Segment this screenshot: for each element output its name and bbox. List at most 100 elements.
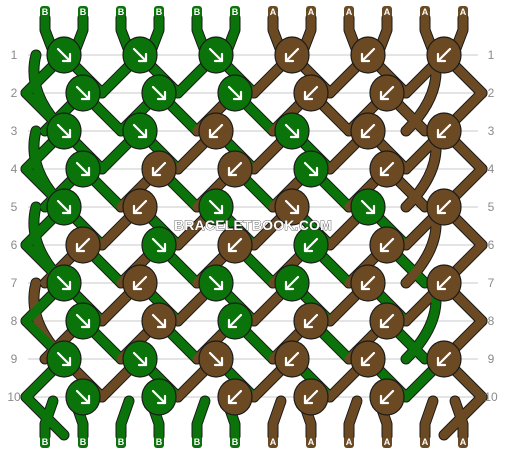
row-label-right: 5	[488, 200, 495, 214]
knot[interactable]	[426, 188, 462, 226]
knot[interactable]	[65, 74, 101, 112]
knot[interactable]	[293, 378, 329, 416]
knot[interactable]	[122, 340, 158, 378]
knot[interactable]	[46, 112, 82, 150]
knot[interactable]	[198, 188, 234, 226]
knot[interactable]	[350, 188, 386, 226]
knot[interactable]	[274, 188, 310, 226]
knot[interactable]	[293, 226, 329, 264]
knot[interactable]	[426, 264, 462, 302]
knot[interactable]	[274, 264, 310, 302]
knot[interactable]	[122, 112, 158, 150]
knot[interactable]	[293, 302, 329, 340]
arrow-head-icon	[436, 52, 447, 63]
row-label-left: 8	[11, 314, 18, 328]
strand-label-bottom: B	[42, 437, 49, 447]
knot[interactable]	[46, 264, 82, 302]
arrow-head-icon	[303, 90, 314, 101]
knot[interactable]	[198, 340, 234, 378]
knot[interactable]	[46, 36, 82, 74]
knot[interactable]	[198, 112, 234, 150]
knot[interactable]	[198, 36, 234, 74]
strand-cap	[154, 6, 164, 18]
knot[interactable]	[426, 340, 462, 378]
knot[interactable]	[141, 150, 177, 188]
knot[interactable]	[217, 378, 253, 416]
strand-label-bottom: B	[232, 437, 239, 447]
arrow-down-right-icon	[208, 47, 224, 63]
strand-segment	[420, 396, 438, 441]
knot[interactable]	[122, 36, 158, 74]
knot[interactable]	[369, 226, 405, 264]
arrow-down-right-icon	[151, 85, 167, 101]
knot[interactable]	[274, 36, 310, 74]
arrow-head-icon	[227, 318, 238, 329]
arrow-head-icon	[80, 90, 91, 101]
knot[interactable]	[46, 340, 82, 378]
arrow-head-icon	[227, 242, 238, 253]
knot[interactable]	[350, 112, 386, 150]
arrow-head-icon	[132, 204, 143, 215]
arrow-head-icon	[284, 356, 295, 367]
arrow-head-icon	[75, 242, 86, 253]
knot[interactable]	[141, 74, 177, 112]
knot[interactable]	[217, 302, 253, 340]
arrow-down-left-icon	[75, 237, 91, 253]
knot[interactable]	[350, 264, 386, 302]
knot[interactable]	[293, 74, 329, 112]
arrow-down-left-icon	[227, 237, 243, 253]
knot[interactable]	[217, 226, 253, 264]
knot[interactable]	[426, 112, 462, 150]
knot[interactable]	[369, 74, 405, 112]
arrow-down-right-icon	[284, 123, 300, 139]
arrow-down-right-icon	[303, 161, 319, 177]
arrow-down-left-icon	[303, 313, 319, 329]
row-label-right: 8	[488, 314, 495, 328]
strand-label-top: A	[422, 7, 429, 17]
knot[interactable]	[65, 150, 101, 188]
arrow-head-icon	[289, 128, 300, 139]
knot[interactable]	[350, 36, 386, 74]
arrow-down-right-icon	[132, 123, 148, 139]
arrow-down-right-icon	[75, 313, 91, 329]
strand-label-top: A	[270, 7, 277, 17]
arrow-down-left-icon	[436, 275, 452, 291]
row-label-right: 4	[488, 162, 495, 176]
knot[interactable]	[426, 36, 462, 74]
knot[interactable]	[274, 112, 310, 150]
arrow-head-icon	[360, 280, 371, 291]
knot[interactable]	[65, 378, 101, 416]
arrow-down-right-icon	[227, 85, 243, 101]
knot[interactable]	[293, 150, 329, 188]
knot[interactable]	[141, 378, 177, 416]
strand-label-top: B	[42, 7, 49, 17]
knot[interactable]	[65, 226, 101, 264]
arrow-down-right-icon	[56, 275, 72, 291]
knot[interactable]	[369, 302, 405, 340]
strand-label-top: A	[384, 7, 391, 17]
knot[interactable]	[369, 150, 405, 188]
knot[interactable]	[217, 74, 253, 112]
strand-cap	[420, 6, 430, 18]
knot[interactable]	[46, 188, 82, 226]
arrow-down-right-icon	[75, 161, 91, 177]
strand-cap	[268, 6, 278, 18]
knot[interactable]	[141, 302, 177, 340]
arrow-head-icon	[61, 280, 72, 291]
knot[interactable]	[122, 264, 158, 302]
strand-label-top: B	[156, 7, 163, 17]
knot[interactable]	[350, 340, 386, 378]
knot[interactable]	[141, 226, 177, 264]
knot[interactable]	[369, 378, 405, 416]
row-label-left: 10	[7, 390, 21, 404]
arrow-down-left-icon	[436, 199, 452, 215]
knot[interactable]	[274, 340, 310, 378]
knot[interactable]	[65, 302, 101, 340]
strand-cap	[382, 6, 392, 18]
arrow-down-left-icon	[227, 161, 243, 177]
knot[interactable]	[217, 150, 253, 188]
strand-label-bottom: B	[80, 437, 87, 447]
arrow-head-icon	[289, 204, 300, 215]
knot[interactable]	[198, 264, 234, 302]
knot[interactable]	[122, 188, 158, 226]
